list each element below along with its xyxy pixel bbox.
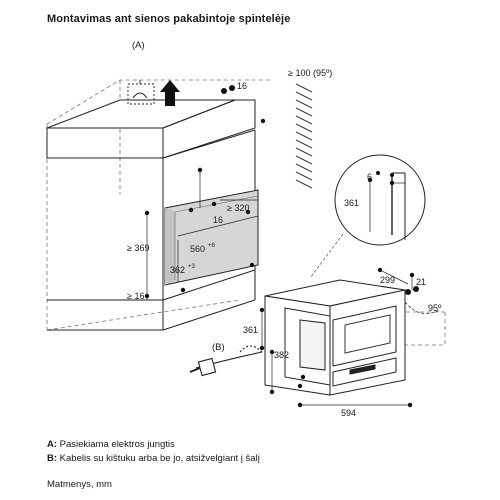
dim-560: 560 xyxy=(190,244,205,254)
cable-icon xyxy=(189,345,263,377)
dim-560-tol: +8 xyxy=(208,243,216,249)
screw-icons xyxy=(221,85,419,295)
callout-a-label: (A) xyxy=(132,40,145,51)
units-note: Matmenys, mm xyxy=(47,479,112,490)
legend-a-text: Pasiekiama elektros jungtis xyxy=(57,439,175,450)
dim-21: 21 xyxy=(416,277,426,287)
dim-6: 6 xyxy=(367,172,372,182)
dim-362: 362 xyxy=(170,265,185,275)
vent-grille xyxy=(295,83,313,189)
dimension-dots xyxy=(144,118,266,299)
dim-16-top: 16 xyxy=(237,81,247,91)
dim-16-bottom: ≥ 16 xyxy=(127,291,144,301)
dim-16-inner: 16 xyxy=(213,215,223,225)
dimension-lines xyxy=(146,170,259,300)
legend-b-key: B: xyxy=(47,453,58,464)
legend-a-key: A: xyxy=(47,439,58,450)
dim-362-tol: +3 xyxy=(188,264,196,270)
wall-cabinet xyxy=(46,99,256,331)
dim-95: 95º xyxy=(428,303,442,313)
appliance xyxy=(264,279,406,396)
diagram-title: Montavimas ant sienos pakabintoje spinte… xyxy=(47,13,291,25)
dim-361-detail: 361 xyxy=(344,198,359,208)
detail-circle xyxy=(309,154,426,279)
legend-b-text: Kabelis su kištuku arba be jo, atsižvelg… xyxy=(57,453,260,464)
niche xyxy=(164,189,259,286)
dim-320: ≥ 320 xyxy=(227,203,249,213)
appliance-dimension-lines xyxy=(261,269,441,406)
dim-594: 594 xyxy=(341,408,356,418)
socket-icon xyxy=(127,80,155,105)
dim-299: 299 xyxy=(380,275,395,285)
appliance-dimension-dots xyxy=(259,267,415,408)
dim-382: 382 xyxy=(274,350,289,360)
dim-361: 361 xyxy=(243,325,258,335)
dimension-labels: (A) 16 ≥ 100 (95º) ≥ 320 16 ≥ 369 560 +8… xyxy=(127,40,442,418)
up-arrow-icon xyxy=(160,80,180,106)
legend-b: B: Kabelis su kištuku arba be jo, atsižv… xyxy=(47,453,260,464)
legend-a: A: Pasiekiama elektros jungtis xyxy=(47,439,175,450)
callout-b-label: (B) xyxy=(212,342,225,353)
dim-100: ≥ 100 (95º) xyxy=(288,68,332,78)
dim-369: ≥ 369 xyxy=(127,243,149,253)
